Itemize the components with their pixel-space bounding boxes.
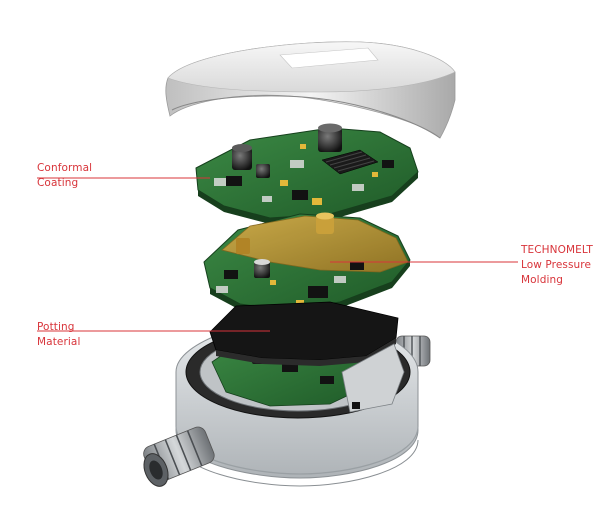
potting-material [209, 301, 399, 366]
label-line: Coating [37, 177, 79, 189]
label-conformal-coating: Conformal Coating [37, 161, 92, 191]
label-line: Potting [37, 321, 75, 333]
capacitor-icon [232, 123, 342, 178]
heatsink [321, 149, 379, 175]
capacitor-icon [236, 212, 334, 278]
housing-base [143, 301, 431, 487]
label-technomelt-molding: TECHNOMELT Low Pressure Molding [521, 243, 593, 288]
label-potting-material: Potting Material [37, 320, 80, 350]
pcb-technomelt-molded [203, 212, 411, 316]
label-line: Low Pressure [521, 259, 592, 271]
smd-components [280, 144, 378, 205]
housing-lid [165, 41, 456, 139]
label-line: Conformal [37, 162, 93, 174]
label-line: TECHNOMELT [521, 244, 593, 256]
label-line: Molding [521, 274, 564, 286]
pcb-conformal-coated [195, 123, 419, 224]
label-line: Material [37, 336, 81, 348]
side-port-front [143, 426, 215, 487]
